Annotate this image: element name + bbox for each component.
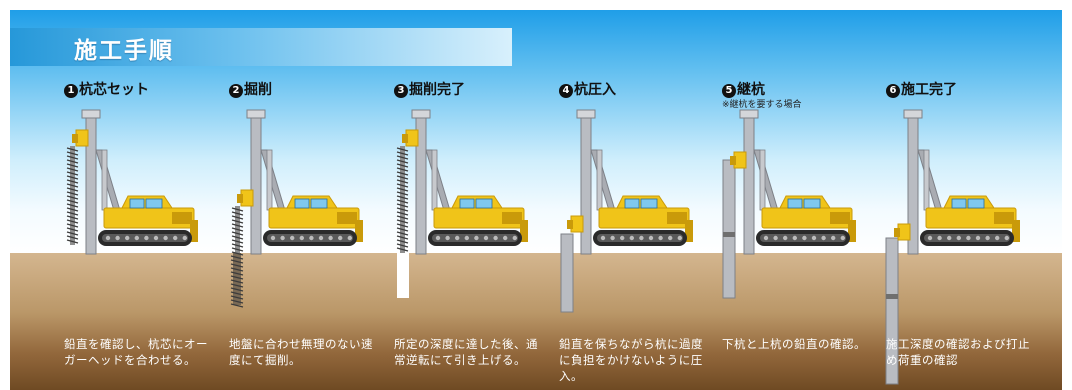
cabin-window [624, 198, 640, 209]
engine-housing [667, 212, 687, 224]
step-note: ※継杭を要する場合 [722, 100, 802, 110]
cabin-window [129, 198, 145, 209]
mast-top [411, 109, 431, 119]
step-description: 施工深度の確認および打止め荷重の確認 [886, 337, 1030, 367]
pile [722, 159, 736, 299]
step-title-text: 継杭 [737, 82, 765, 98]
step-number-badge: 1 [64, 84, 78, 98]
pile-driver-illustration [230, 109, 363, 308]
engine-housing [172, 212, 192, 224]
cabin-window [967, 198, 985, 209]
step-number-badge: 4 [559, 84, 573, 98]
step-title-text: 掘削完了 [409, 82, 465, 98]
pile-driver-illustration [396, 109, 528, 298]
pile-driver-illustration [885, 109, 1020, 385]
title-banner [10, 28, 512, 66]
pile [560, 233, 574, 313]
cabin-window [640, 198, 658, 209]
pile-joint-mark [723, 232, 735, 237]
step-title-text: 杭芯セット [79, 82, 149, 98]
leader-mast [250, 113, 262, 255]
outrigger [1012, 220, 1020, 242]
outrigger [520, 220, 528, 242]
step-title-text: 掘削 [244, 82, 272, 98]
mast-top [903, 109, 923, 119]
mast-top [246, 109, 266, 119]
cabin-window [294, 198, 310, 209]
mast-top [81, 109, 101, 119]
cabin-window [310, 198, 328, 209]
engine-housing [502, 212, 522, 224]
step-description: 鉛直を確認し、杭芯にオーガーヘッドを合わせる。 [64, 337, 208, 367]
outrigger [355, 220, 363, 242]
cabin-window [951, 198, 967, 209]
outrigger [190, 220, 198, 242]
cabin-window [803, 198, 821, 209]
cabin-window [145, 198, 163, 209]
step-title-text: 杭圧入 [574, 82, 616, 98]
pile-driver-illustration [560, 109, 693, 313]
cabin-window [459, 198, 475, 209]
step-description: 地盤に合わせ無理のない速度にて掘削。 [229, 337, 373, 367]
cabin-window [475, 198, 493, 209]
step-number-badge: 6 [886, 84, 900, 98]
auger-screw [400, 146, 405, 253]
pile-driver-illustration [66, 109, 198, 255]
step-description: 鉛直を保ちながら杭に過度に負担をかけないように圧入。 [559, 337, 703, 383]
page-title: 施工手順 [74, 38, 174, 64]
leader-mast [743, 113, 755, 255]
step-number-badge: 2 [229, 84, 243, 98]
auger-screw [70, 146, 75, 245]
step-description: 下杭と上杭の鉛直の確認。 [722, 337, 866, 351]
engine-housing [337, 212, 357, 224]
auger-screw-underground [233, 253, 241, 305]
step-number-badge: 5 [722, 84, 736, 98]
outrigger [848, 220, 856, 242]
step-title-text: 施工完了 [901, 82, 957, 98]
excavated-hole [397, 253, 409, 298]
mast-top [739, 109, 759, 119]
mast-top [576, 109, 596, 119]
engine-housing [994, 212, 1014, 224]
leader-mast [580, 113, 592, 255]
step-description: 所定の深度に達した後、通常逆転にて引き上げる。 [394, 337, 538, 367]
engine-housing [830, 212, 850, 224]
pile-joint-mark [886, 294, 898, 299]
step-number-badge: 3 [394, 84, 408, 98]
outrigger [685, 220, 693, 242]
pile-driver-illustration [722, 109, 856, 299]
pile [885, 237, 899, 385]
cabin-window [787, 198, 803, 209]
